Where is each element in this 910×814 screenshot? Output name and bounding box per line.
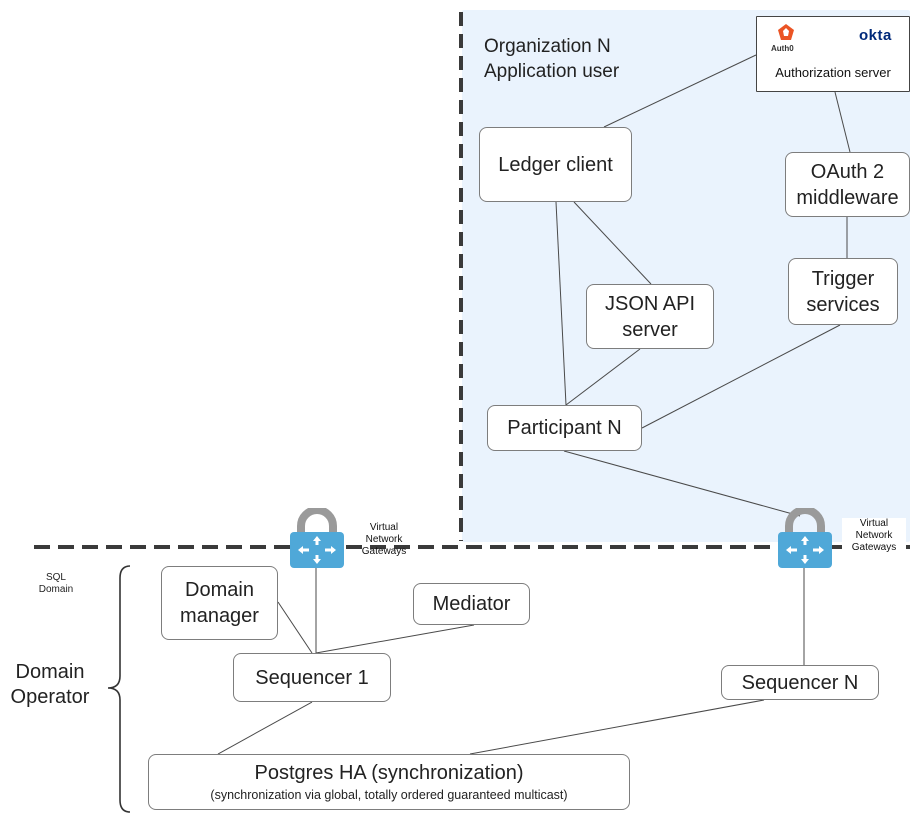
ledger-client-box[interactable]: Ledger client <box>479 127 632 202</box>
authorization-server-box[interactable]: Auth0 okta Authorization server <box>756 16 910 92</box>
postgres-ha-subtitle: (synchronization via global, totally ord… <box>210 788 568 802</box>
edge-oauth-auth <box>834 91 851 153</box>
postgres-ha-box[interactable]: Postgres HA (synchronization) (synchroni… <box>148 754 630 810</box>
auth0-logo-icon <box>778 24 794 40</box>
trigger-services-label: Trigger services <box>806 267 880 316</box>
okta-logo-icon: okta <box>859 27 892 44</box>
gateway-2-label: Virtual Network Gateways <box>842 518 906 554</box>
gateway-1-label: Virtual Network Gateways <box>361 522 407 557</box>
postgres-ha-title: Postgres HA (synchronization) <box>254 762 524 784</box>
organization-title: Organization N Application user <box>484 36 620 82</box>
trigger-services-box[interactable]: Trigger services <box>788 258 898 325</box>
oauth-middleware-box[interactable]: OAuth 2 middleware <box>785 152 910 217</box>
vpn-gateway-lock-icon[interactable] <box>288 508 346 570</box>
ledger-client-label: Ledger client <box>498 153 613 176</box>
edge-mediator-sequencer1 <box>315 624 475 654</box>
sql-domain-label: SQL Domain <box>38 572 74 595</box>
auth0-logo-text: Auth0 <box>771 44 794 53</box>
edge-ledger-auth <box>603 54 757 128</box>
mediator-box[interactable]: Mediator <box>413 583 530 625</box>
sequencer-1-box[interactable]: Sequencer 1 <box>233 653 391 702</box>
domain-manager-label: Domain manager <box>180 579 259 627</box>
edge-domainmgr-sequencer1 <box>277 601 313 654</box>
participant-label: Participant N <box>507 417 622 439</box>
edge-sequencerN-postgres <box>469 699 765 755</box>
edge-participant-gateway2 <box>563 450 801 517</box>
edge-sequencer1-postgres <box>217 701 313 755</box>
sequencer-n-label: Sequencer N <box>741 671 859 694</box>
oauth-middleware-label: OAuth 2 middleware <box>796 160 899 209</box>
edge-ledger-json <box>573 201 652 285</box>
edge-trigger-participant <box>641 324 841 429</box>
sequencer-1-label: Sequencer 1 <box>255 666 369 689</box>
vpn-gateway-lock-icon[interactable] <box>776 508 834 570</box>
domain-operator-label: Domain Operator <box>10 661 90 708</box>
json-api-server-label: JSON API server <box>604 292 696 341</box>
domain-manager-box[interactable]: Domain manager <box>161 566 278 640</box>
edge-json-participant <box>565 348 641 406</box>
participant-box[interactable]: Participant N <box>487 405 642 451</box>
json-api-server-box[interactable]: JSON API server <box>586 284 714 349</box>
domain-operator-brace <box>107 565 131 813</box>
sequencer-n-box[interactable]: Sequencer N <box>721 665 879 700</box>
authorization-server-label: Authorization server <box>775 65 891 80</box>
mediator-label: Mediator <box>432 593 511 615</box>
edge-ledger-participant <box>555 201 567 406</box>
